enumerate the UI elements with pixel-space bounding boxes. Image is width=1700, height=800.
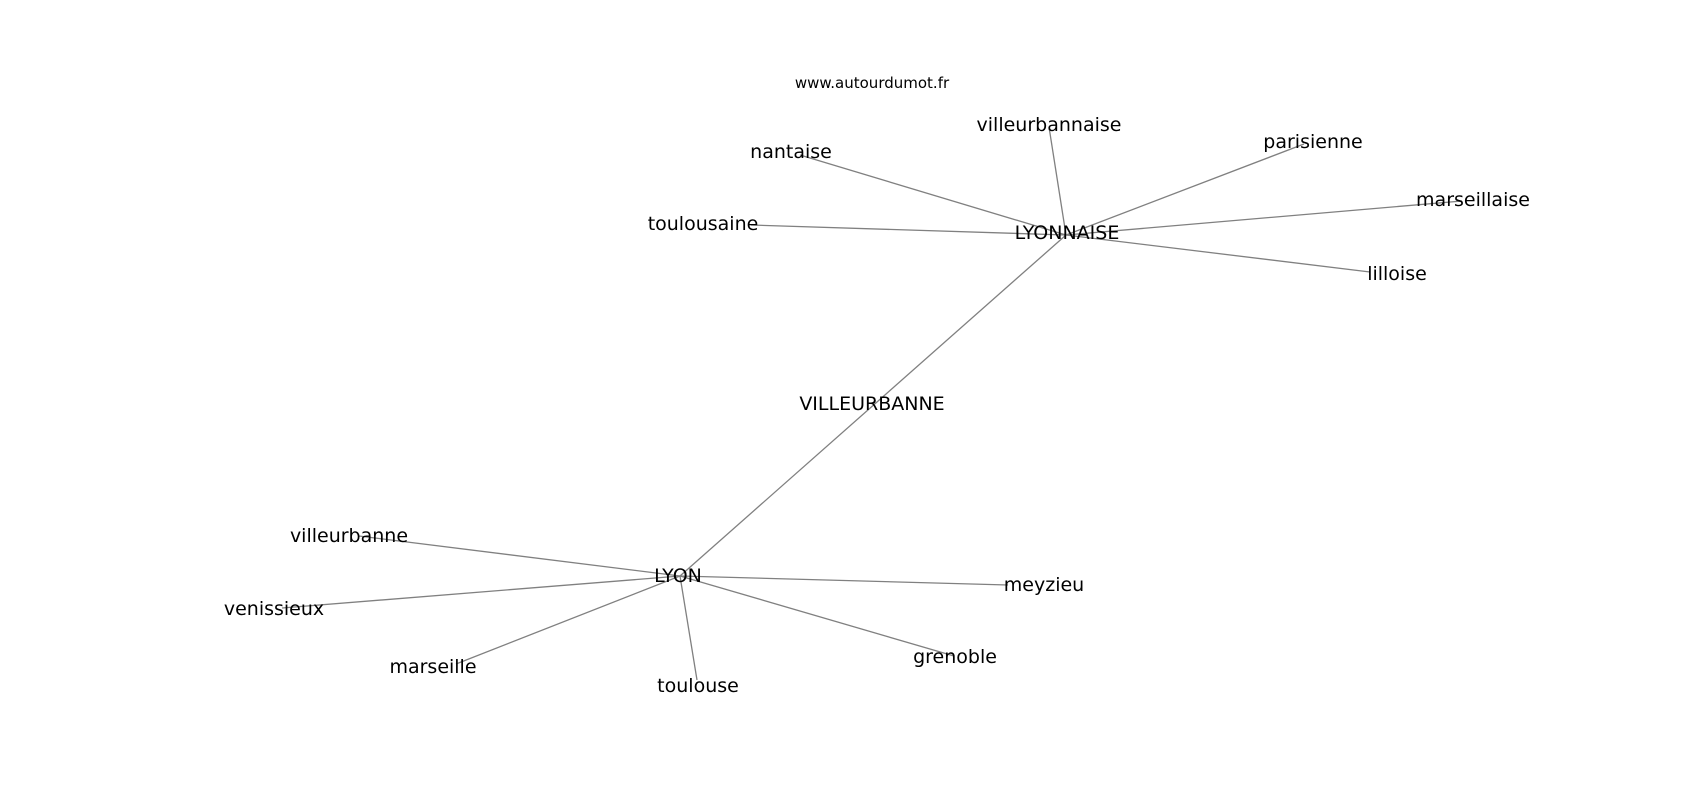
edge-lyonnaise-parisienne [1065,143,1305,236]
node-villeurbannaise[interactable]: villeurbannaise [977,114,1122,136]
node-parisienne[interactable]: parisienne [1263,131,1362,153]
node-marseille[interactable]: marseille [389,656,476,678]
graph-edges [281,126,1463,681]
source-watermark: www.autourdumot.fr [795,74,950,92]
node-venissieux[interactable]: venissieux [224,598,324,620]
edge-lyon-marseille [455,575,681,665]
edge-lyonnaise-toulousaine [750,224,1067,236]
node-lyonnaise[interactable]: LYONNAISE [1015,222,1120,244]
edge-lyon-meyzieu [679,575,1009,586]
edge-lyon-grenoble [679,575,955,657]
graph-nodes: LYONNAISE VILLEURBANNE LYON villeurbannaise… [224,114,1530,697]
edge-lyonnaise-nantaise [799,154,1067,236]
node-nantaise[interactable]: nantaise [750,141,832,163]
node-lilloise[interactable]: lilloise [1367,263,1427,285]
node-villeurbanne-cap[interactable]: VILLEURBANNE [799,393,944,415]
node-meyzieu[interactable]: meyzieu [1004,574,1084,596]
node-toulouse[interactable]: toulouse [657,675,739,697]
node-villeurbanne[interactable]: villeurbanne [290,525,408,547]
node-grenoble[interactable]: grenoble [913,646,997,668]
node-lyon[interactable]: LYON [654,565,702,587]
edge-lyonnaise-lyon [679,234,1067,577]
edge-lyon-toulouse [679,575,698,681]
node-toulousaine[interactable]: toulousaine [648,213,759,235]
edge-lyonnaise-lilloise [1065,234,1371,273]
edge-lyonnaise-villeurbannaise [1048,126,1067,236]
node-marseillaise[interactable]: marseillaise [1416,189,1530,211]
edge-lyon-villeurbanne [358,535,681,577]
edge-lyonnaise-marseillaise [1065,200,1463,236]
edge-lyon-venissieux [281,575,681,609]
